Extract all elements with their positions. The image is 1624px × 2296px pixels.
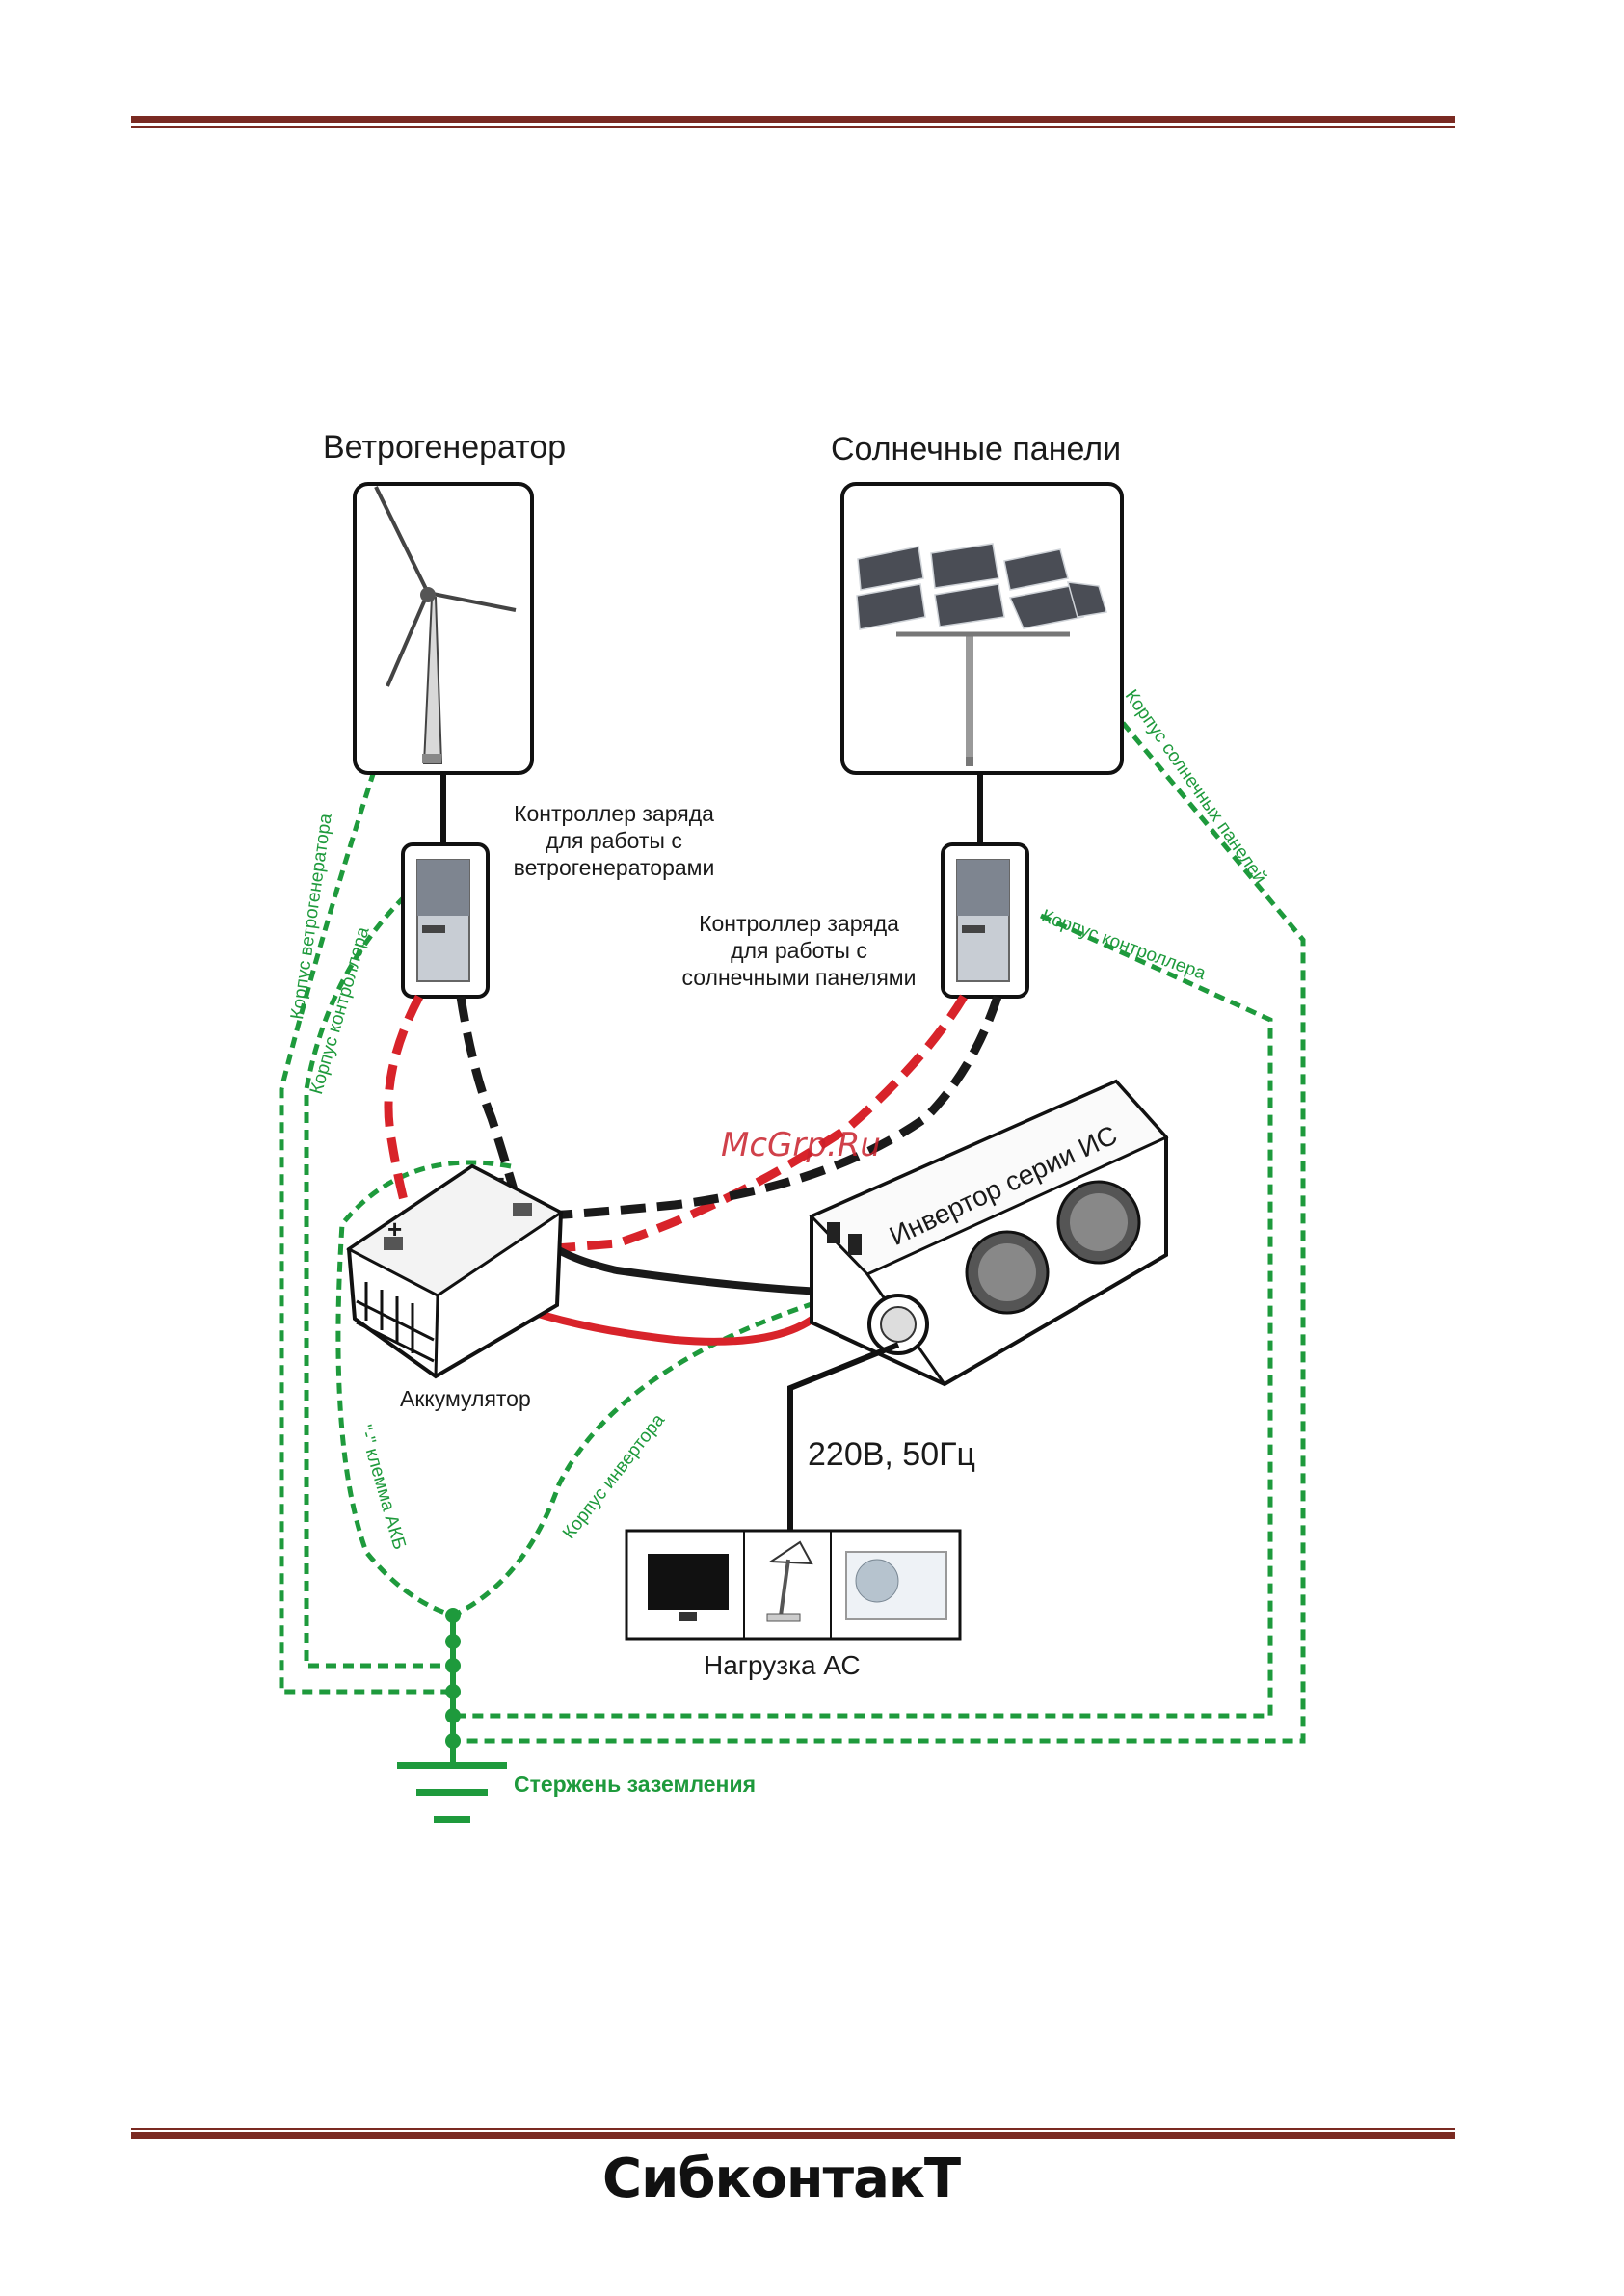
ground-wire-battery-minus — [335, 1160, 512, 1618]
wind-generator-title: Ветрогенератор — [323, 429, 567, 466]
wire-wind-negative — [456, 996, 525, 1215]
solar-controller-line-3: солнечными панелями — [681, 965, 917, 990]
footer-rule — [131, 2132, 1455, 2139]
battery-label: Аккумулятор — [400, 1386, 531, 1411]
solar-controller-line-1: Контроллер заряда — [699, 911, 899, 936]
wind-controller-line-1: Контроллер заряда — [514, 801, 714, 826]
ground-wire-solar-controller — [453, 913, 1273, 1719]
ground-wire-wind-case — [279, 770, 453, 1695]
ground-wire-wind-controller — [304, 894, 453, 1669]
wire-solar-negative — [527, 995, 1002, 1221]
wire-ac-output — [787, 1342, 900, 1537]
output-voltage-label: 220В, 50Гц — [808, 1436, 976, 1473]
wind-controller — [401, 842, 490, 999]
footer-rule-thin — [131, 2128, 1455, 2130]
ground-rod — [397, 1608, 507, 1823]
wind-controller-line-3: ветрогенераторами — [513, 855, 715, 880]
inverter — [809, 1079, 1169, 1387]
header-rule-thin — [131, 126, 1455, 128]
load-label: Нагрузка АС — [704, 1650, 861, 1680]
ground-wire-solar-case — [453, 721, 1306, 1744]
wire-battery-negative — [521, 1215, 822, 1295]
battery-plus-mark: + — [387, 1215, 403, 1243]
wind-controller-label: Контроллер заряда для работы с ветрогене… — [493, 800, 734, 881]
battery-minus-mark: - — [496, 1162, 505, 1191]
solar-panels-title: Солнечные панели — [831, 431, 1122, 467]
wind-controller-line-2: для работы с — [546, 828, 682, 853]
solar-controller-line-2: для работы с — [731, 938, 867, 963]
ac-load — [625, 1529, 962, 1641]
footer-logo: СибконтакТ — [602, 2148, 961, 2210]
watermark: McGrp.Ru — [721, 1126, 881, 1164]
ground-rod-label: Стержень заземления — [514, 1772, 757, 1797]
battery — [346, 1163, 564, 1379]
solar-panels — [840, 482, 1124, 775]
solar-controller — [941, 842, 1029, 999]
header-rule — [131, 116, 1455, 123]
solar-controller-label: Контроллер заряда для работы с солнечным… — [659, 910, 939, 991]
wind-generator — [353, 482, 534, 775]
